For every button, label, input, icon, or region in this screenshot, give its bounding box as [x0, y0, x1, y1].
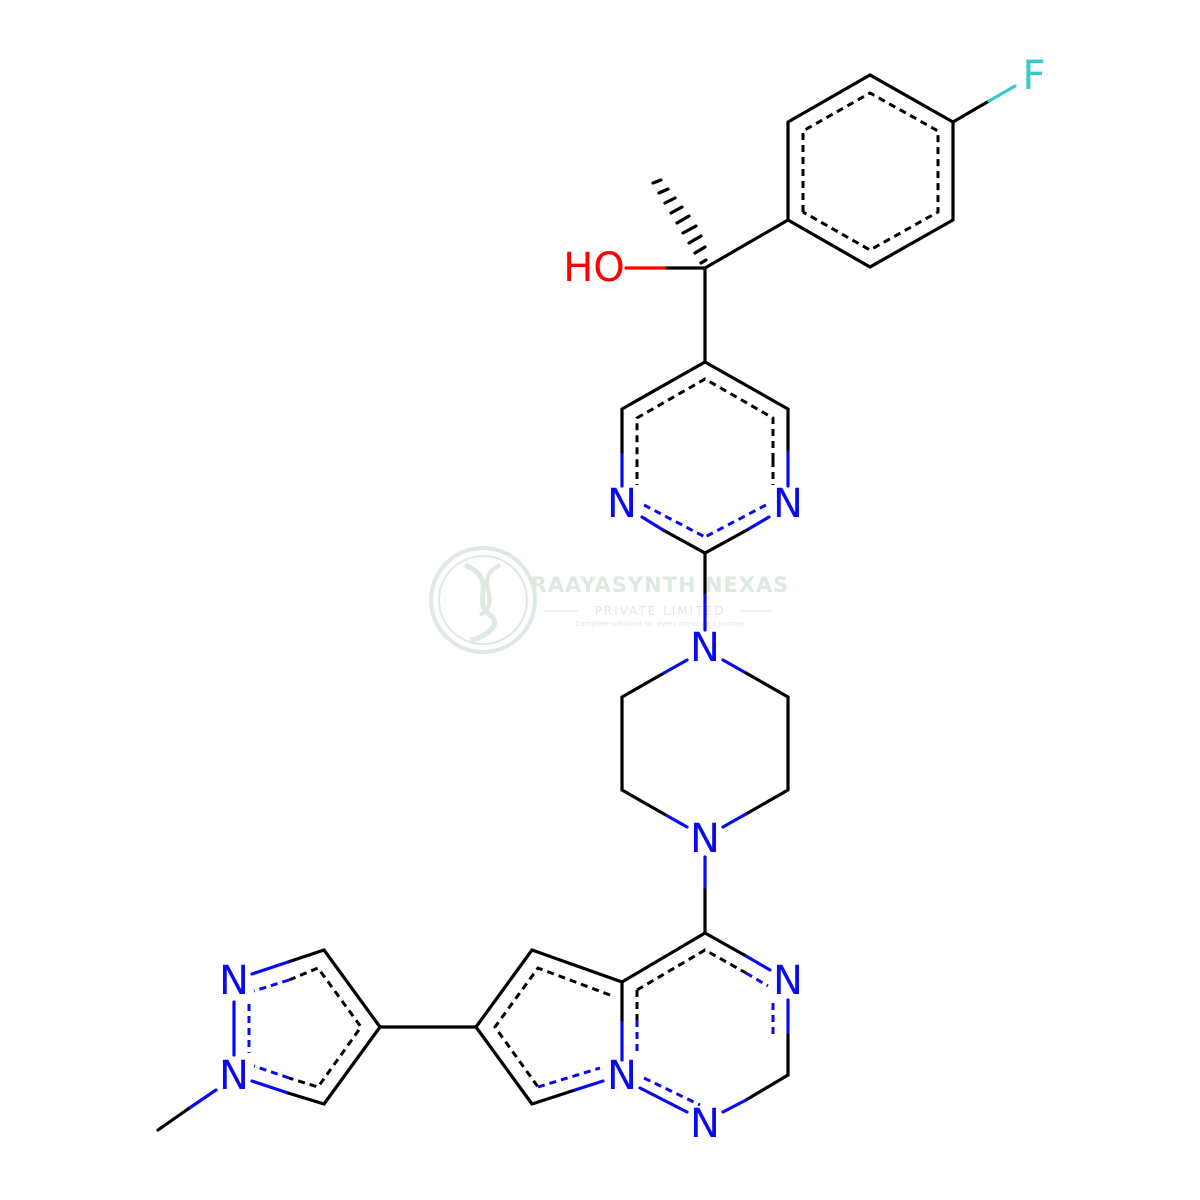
pyrrolotriazine-core — [378, 931, 790, 1114]
hashed-wedge-methyl-bond — [651, 178, 708, 265]
atom-label-triazine-n-bottom: N — [690, 1101, 720, 1147]
atom-label-pyrimidine-n-right: N — [773, 481, 803, 527]
atom-label-pyrimidine-n-left: N — [607, 481, 637, 527]
dna-helix-icon — [463, 562, 498, 643]
c-f-bond-carbon-half — [951, 99, 991, 124]
atom-label-bridgehead-n: N — [607, 1053, 637, 1099]
watermark-company-name: RAAYASYNTH NEXAS — [531, 573, 790, 597]
fluorophenyl-ring — [703, 73, 1017, 270]
aryl-to-carbinol-bond — [703, 218, 790, 270]
atom-label-triazine-n-right: N — [773, 958, 803, 1004]
atom-label-hydroxyl: HO — [563, 245, 625, 291]
n-methyl-bond — [156, 1107, 190, 1132]
c-f-bond-fluorine-half — [987, 84, 1017, 103]
watermark-tagline: Complete solutions for every molecule's … — [575, 620, 744, 628]
company-watermark: RAAYASYNTH NEXAS PRIVATE LIMITED Complet… — [429, 546, 790, 654]
atom-label-piperazine-n-bottom: N — [690, 816, 720, 862]
methylpyrazole-ring — [156, 948, 382, 1132]
piperazine-ring — [620, 658, 790, 935]
watermark-logo-ring — [429, 546, 537, 654]
carbinol-centre — [624, 178, 708, 364]
watermark-subtitle: PRIVATE LIMITED — [595, 604, 726, 618]
pyrimidine-ring — [620, 360, 790, 632]
atom-label-fluorine: F — [1022, 53, 1045, 99]
atom-label-pyrazole-n2: N — [219, 958, 249, 1004]
atom-label-pyrazole-n1: N — [219, 1053, 249, 1099]
atom-label-piperazine-n-top: N — [690, 625, 720, 671]
watermark-logo-inner-ring — [438, 555, 528, 645]
